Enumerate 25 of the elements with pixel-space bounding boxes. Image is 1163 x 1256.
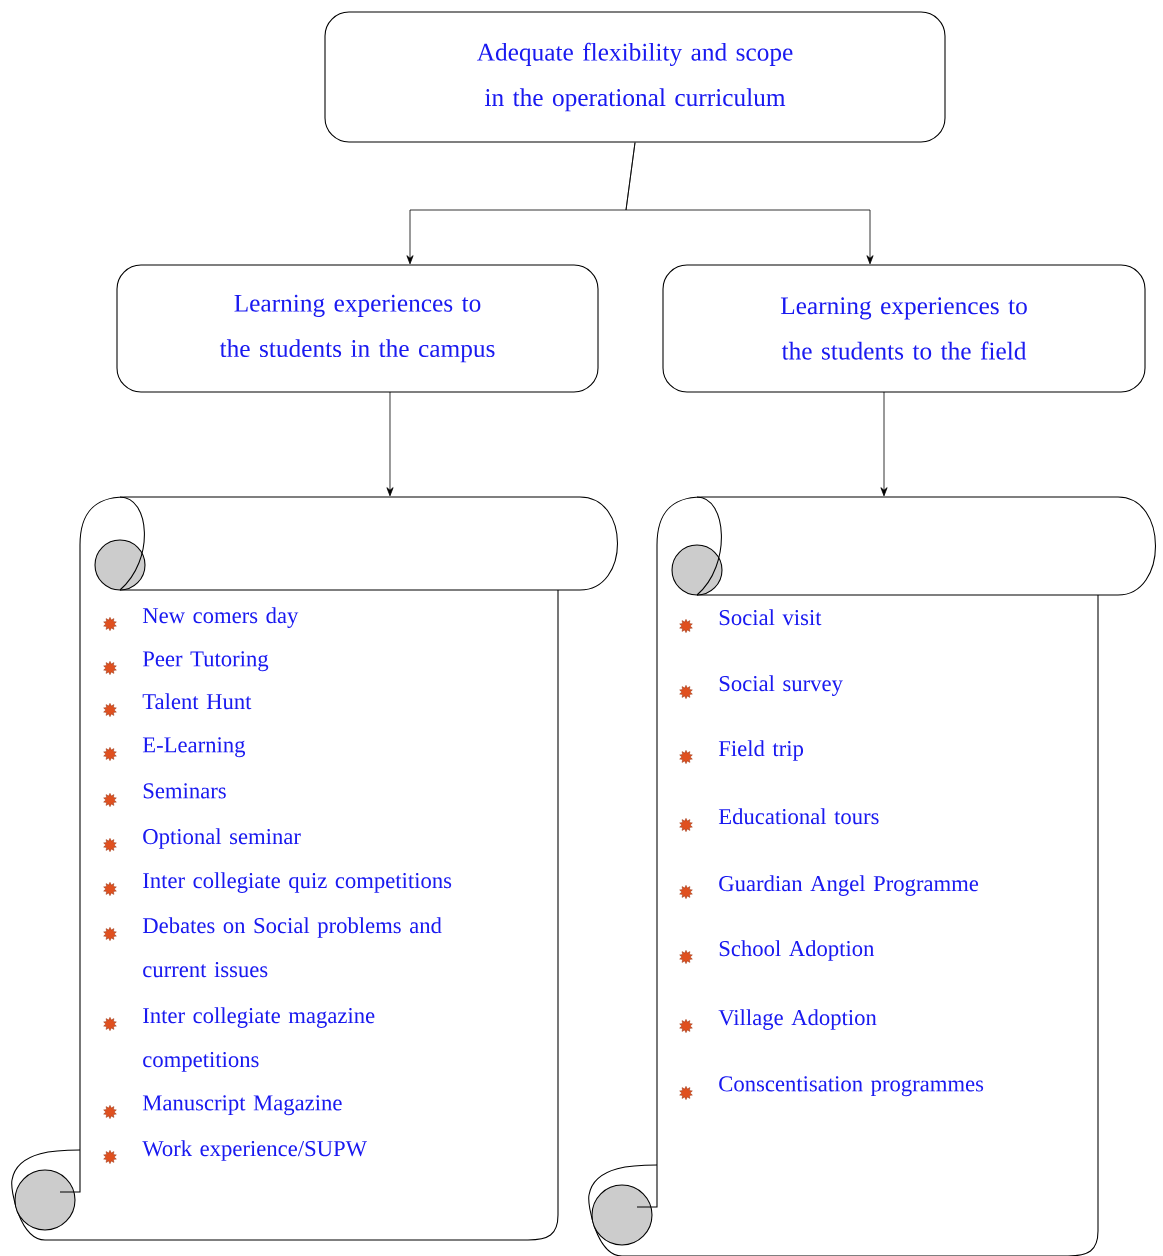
rounded-box: Adequate flexibility and scope in the operational curriculum bbox=[324, 11, 946, 143]
rounded-box: Learning experiences to the students to the field bbox=[662, 264, 1146, 393]
node-label: Debates on Social problems and current issues bbox=[142, 917, 442, 978]
node-label: New comers day bbox=[142, 607, 299, 628]
arrow bbox=[880, 391, 888, 497]
node-label: Seminars bbox=[143, 783, 226, 799]
node-label: Educational tours bbox=[718, 808, 879, 825]
node-label: Inter collegiate magazine competitions bbox=[143, 1007, 375, 1072]
node-label: Work experience/SUPW bbox=[142, 1140, 367, 1161]
node-label: Field trip bbox=[718, 740, 804, 761]
arrow bbox=[625, 142, 874, 265]
node-label: Village Adoption bbox=[718, 1009, 877, 1030]
node-label: Peer Tutoring bbox=[142, 651, 269, 672]
node-label: Talent Hunt bbox=[142, 693, 252, 710]
node-label: School Adoption bbox=[719, 940, 875, 961]
node-label: E-Learning bbox=[142, 737, 246, 758]
node-label: Manuscript Magazine bbox=[142, 1095, 342, 1116]
rounded-box: Learning experiences to the students in the campus bbox=[116, 264, 599, 393]
node-label: Social visit bbox=[719, 609, 822, 626]
arrow bbox=[386, 391, 394, 497]
node-label: Conscentisation programmes bbox=[719, 1076, 984, 1097]
node-label: Social survey bbox=[719, 675, 843, 696]
node-label: Guardian Angel Programme bbox=[719, 875, 979, 896]
node-label: Inter collegiate quiz competitions bbox=[143, 872, 452, 893]
node-label: Optional seminar bbox=[143, 828, 301, 849]
